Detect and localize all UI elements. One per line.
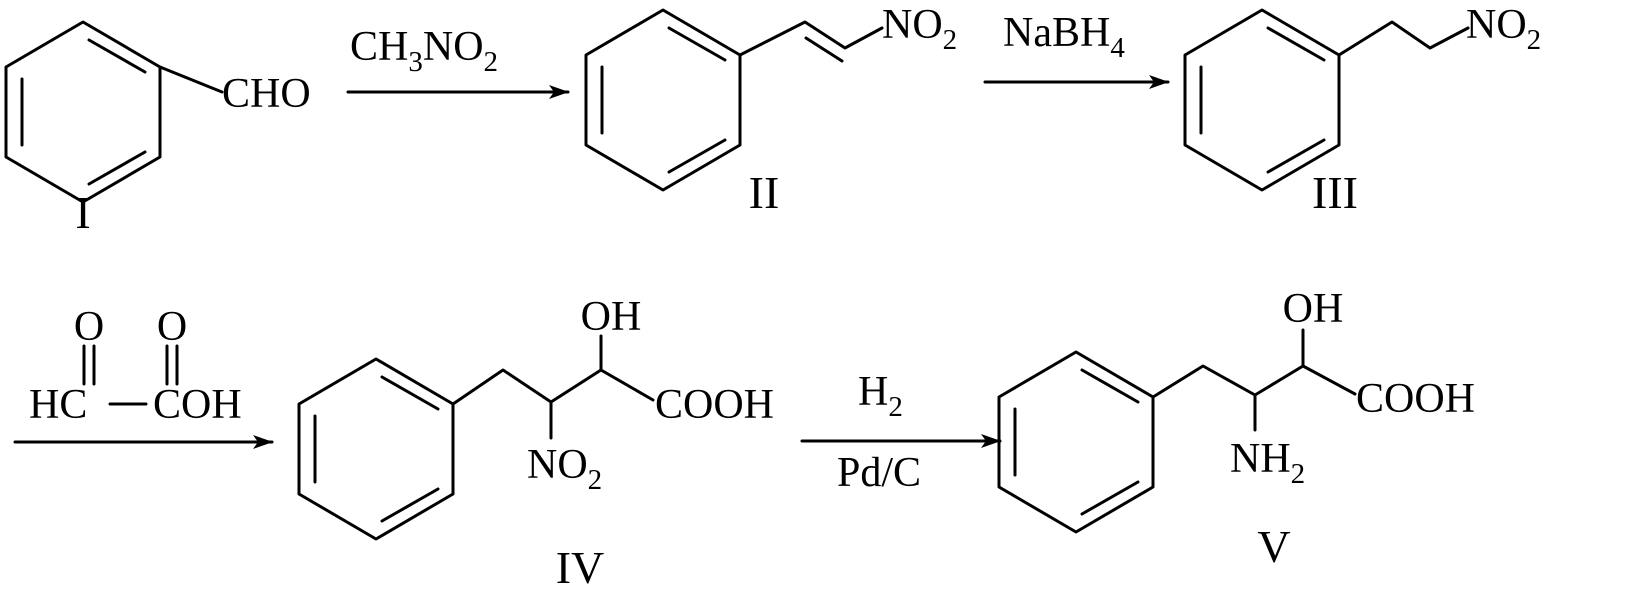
reaction-step-1: CH3NO2 xyxy=(346,24,570,99)
reagent-glyoxylic-acid: O O HC COH xyxy=(29,304,242,428)
benzene-ring xyxy=(1183,8,1341,192)
hydroxyl-label: OH xyxy=(581,294,642,340)
amine-label: NH2 xyxy=(1230,436,1305,490)
aldehyde-label: CHO xyxy=(222,71,311,117)
compound-label-III: III xyxy=(1312,167,1358,218)
ethyl-chain xyxy=(1337,20,1470,57)
nitro-label: NO2 xyxy=(882,2,957,56)
compound-II: NO2 II xyxy=(584,2,957,218)
reagent-carboxyl-group: COH xyxy=(153,382,242,428)
compound-IV: OH COOH NO2 IV xyxy=(297,294,774,593)
ring-double-bonds xyxy=(600,26,727,174)
compound-label-V: V xyxy=(1257,521,1290,572)
nitro-label: NO2 xyxy=(527,442,602,496)
benzene-ring xyxy=(297,357,455,541)
reagent-oxygen-1: O xyxy=(74,304,104,350)
reagent-hydrogen: H2 xyxy=(858,369,903,423)
compound-label-I: I xyxy=(75,187,90,238)
reaction-step-4: H2 Pd/C xyxy=(800,369,1002,496)
reagent-formyl-group: HC xyxy=(29,382,87,428)
hydroxyl-label: OH xyxy=(1283,286,1344,332)
benzene-ring xyxy=(997,350,1155,534)
ring-double-bonds xyxy=(1013,368,1140,516)
reaction-step-2: NaBH4 xyxy=(983,10,1170,89)
ring-double-bonds xyxy=(1199,26,1326,174)
reagent-catalyst: Pd/C xyxy=(837,450,921,496)
ring-double-bonds xyxy=(20,38,147,186)
nitro-label: NO2 xyxy=(1466,2,1541,56)
compound-label-IV: IV xyxy=(556,542,605,593)
vinyl-chain xyxy=(738,20,884,57)
vinyl-double-bond xyxy=(804,36,844,63)
carboxyl-label: COOH xyxy=(1356,376,1475,422)
compound-V: OH COOH NH2 V xyxy=(997,286,1475,572)
compound-label-II: II xyxy=(749,167,780,218)
benzene-ring xyxy=(584,8,742,192)
reagent-oxygen-2: O xyxy=(157,304,187,350)
benzene-ring xyxy=(4,20,162,204)
aldehyde-bond xyxy=(158,65,224,94)
compound-III: NO2 III xyxy=(1183,2,1541,218)
reaction-step-3: O O HC COH xyxy=(13,304,274,449)
compound-I: CHO I xyxy=(4,20,311,238)
carbon-chain xyxy=(1151,364,1357,399)
ring-double-bonds xyxy=(313,375,440,523)
reagent-nitromethane: CH3NO2 xyxy=(350,24,498,78)
reagent-sodium-borohydride: NaBH4 xyxy=(1003,10,1125,64)
carbon-chain xyxy=(451,368,655,406)
carboxyl-label: COOH xyxy=(655,382,774,428)
